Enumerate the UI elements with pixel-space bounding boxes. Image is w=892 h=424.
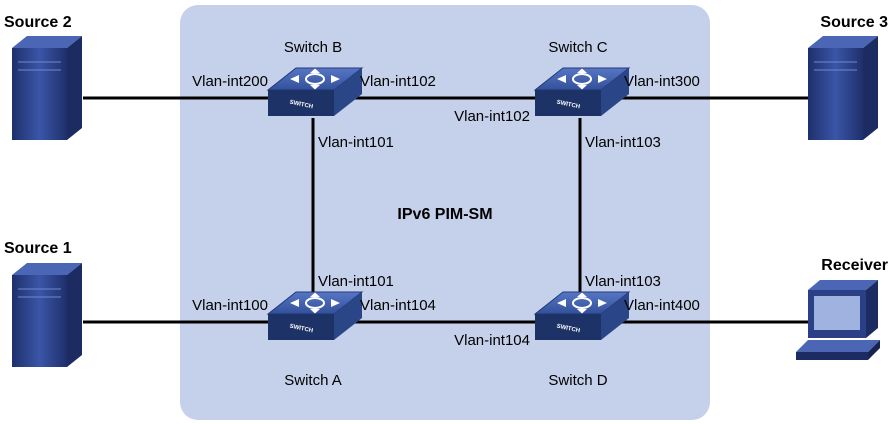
if-a-b: Vlan-int101 (318, 273, 394, 290)
if-c-source3: Vlan-int300 (624, 73, 700, 90)
if-b-c: Vlan-int102 (360, 73, 436, 90)
server-icon (808, 36, 878, 140)
switch-badge: SWITCH (556, 100, 580, 111)
server-icon (12, 36, 82, 140)
receiver-pc[interactable] (796, 280, 880, 360)
if-d-c: Vlan-int103 (585, 273, 661, 290)
switch-arrows-icon (557, 68, 607, 90)
switch-b[interactable]: SWITCH (266, 67, 364, 116)
source-1-label: Source 1 (4, 240, 72, 257)
switch-arrows-icon (557, 292, 607, 314)
if-c-b: Vlan-int102 (454, 108, 530, 125)
if-d-a: Vlan-int104 (454, 332, 530, 349)
server-icon (12, 263, 82, 367)
switch-c[interactable]: SWITCH (533, 67, 631, 116)
source-2-server[interactable] (12, 36, 82, 140)
source-3-server[interactable] (808, 36, 878, 140)
switch-a[interactable]: SWITCH (266, 291, 364, 340)
source-3-label: Source 3 (820, 14, 888, 31)
switch-arrows-icon (290, 292, 340, 314)
switch-arrows-icon (290, 68, 340, 90)
switch-badge: SWITCH (289, 324, 313, 335)
computer-icon (796, 280, 880, 360)
if-d-receiver: Vlan-int400 (624, 297, 700, 314)
switch-badge: SWITCH (289, 100, 313, 111)
source-2-label: Source 2 (4, 14, 72, 31)
switch-c-label: Switch C (548, 39, 607, 56)
domain-label: IPv6 PIM-SM (397, 206, 492, 223)
switch-d[interactable]: SWITCH (533, 291, 631, 340)
if-c-d: Vlan-int103 (585, 134, 661, 151)
switch-b-label: Switch B (284, 39, 342, 56)
switch-d-label: Switch D (548, 372, 607, 389)
switch-badge: SWITCH (556, 324, 580, 335)
if-a-d: Vlan-int104 (360, 297, 436, 314)
receiver-label: Receiver (821, 257, 888, 274)
if-b-a: Vlan-int101 (318, 134, 394, 151)
if-a-source1: Vlan-int100 (192, 297, 268, 314)
if-b-source2: Vlan-int200 (192, 73, 268, 90)
switch-a-label: Switch A (284, 372, 342, 389)
source-1-server[interactable] (12, 263, 82, 367)
